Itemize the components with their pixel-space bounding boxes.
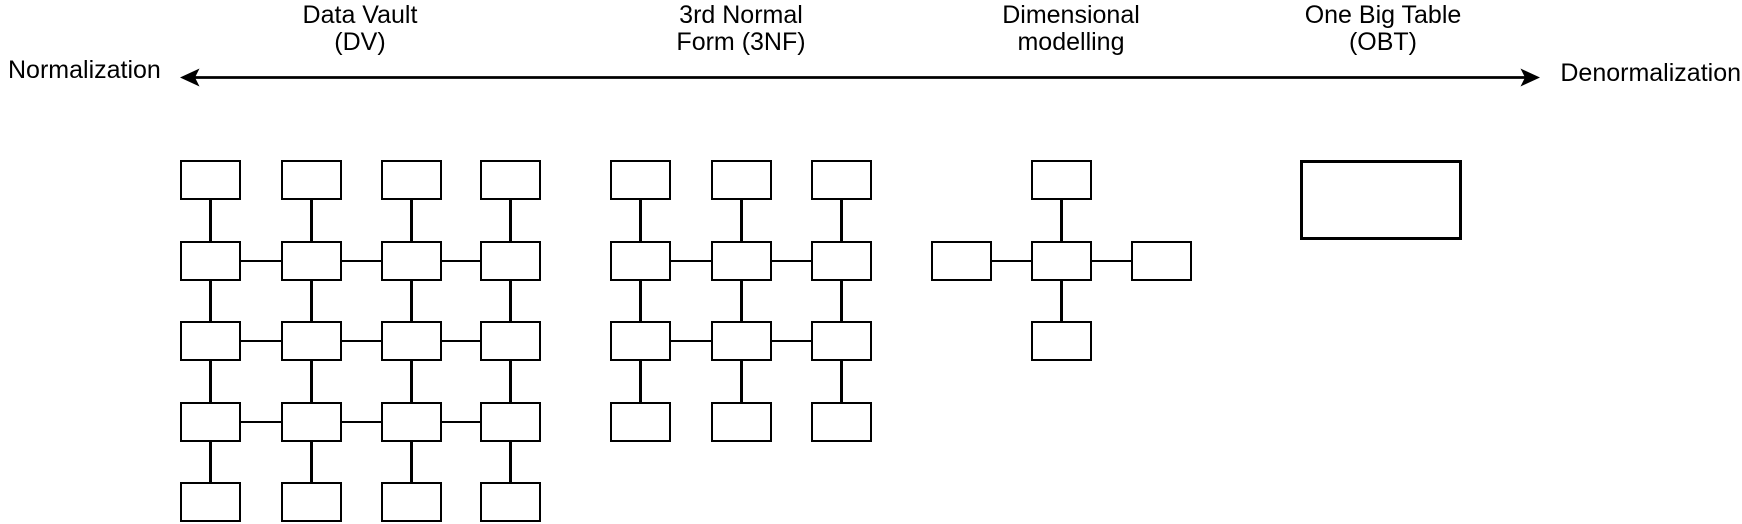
third-normal-form-table-box [610, 402, 671, 442]
data-vault-connector [410, 281, 413, 321]
data-vault-table-box [381, 321, 442, 361]
data-vault-table-box [180, 402, 241, 442]
group-label-one-big-table: One Big Table (OBT) [1304, 1, 1462, 56]
right-arrowhead-icon [1520, 68, 1540, 87]
third-normal-form-table-box [711, 241, 772, 281]
data-vault-connector [509, 281, 512, 321]
group-label-data-vault: Data Vault (DV) [302, 1, 418, 56]
third-normal-form-connector [740, 361, 743, 402]
third-normal-form-connector [639, 361, 642, 402]
dimensional-modelling-connector [1060, 281, 1063, 321]
group-label-third-normal-form: 3rd Normal Form (3NF) [676, 1, 806, 56]
third-normal-form-table-box [811, 321, 872, 361]
dimensional-modelling-connector [1060, 200, 1063, 241]
data-vault-connector [509, 361, 512, 402]
third-normal-form-connector [840, 361, 843, 402]
data-vault-table-box [381, 241, 442, 281]
third-normal-form-table-box [711, 402, 772, 442]
data-vault-connector [342, 259, 381, 263]
third-normal-form-connector [639, 281, 642, 321]
one-big-table-table-box [1300, 160, 1462, 240]
dimensional-modelling-table-box [1031, 241, 1092, 281]
left-arrowhead-icon [180, 68, 200, 87]
data-vault-table-box [480, 241, 541, 281]
data-vault-table-box [480, 321, 541, 361]
third-normal-form-table-box [811, 402, 872, 442]
third-normal-form-connector [740, 200, 743, 241]
data-vault-connector [241, 259, 281, 263]
data-vault-connector [342, 339, 381, 343]
third-normal-form-connector [740, 281, 743, 321]
data-vault-connector [441, 420, 480, 424]
dimensional-modelling-table-box [931, 241, 992, 281]
third-normal-form-table-box [711, 160, 772, 200]
third-normal-form-table-box [811, 160, 872, 200]
dimensional-modelling-table-box [1031, 321, 1092, 361]
third-normal-form-connector [671, 339, 711, 343]
third-normal-form-connector [772, 259, 811, 263]
third-normal-form-table-box [610, 321, 671, 361]
data-vault-table-box [281, 160, 342, 200]
data-vault-connector [342, 420, 381, 424]
data-vault-connector [410, 361, 413, 402]
spectrum-arrow [180, 68, 1540, 87]
third-normal-form-table-box [711, 321, 772, 361]
third-normal-form-table-box [610, 241, 671, 281]
data-vault-table-box [180, 482, 241, 522]
denormalization-label: Denormalization [1560, 59, 1741, 87]
data-vault-connector [209, 442, 212, 482]
dimensional-modelling-table-box [1031, 160, 1092, 200]
data-vault-table-box [180, 321, 241, 361]
dimensional-modelling-connector [1092, 259, 1131, 263]
data-vault-connector [509, 200, 512, 241]
data-vault-connector [209, 281, 212, 321]
data-vault-connector [410, 200, 413, 241]
third-normal-form-table-box [610, 160, 671, 200]
data-vault-table-box [480, 402, 541, 442]
data-vault-connector [441, 259, 480, 263]
data-vault-table-box [480, 482, 541, 522]
data-vault-connector [310, 361, 313, 402]
data-vault-table-box [381, 402, 442, 442]
data-vault-connector [509, 442, 512, 482]
data-vault-table-box [381, 160, 442, 200]
data-vault-connector [209, 361, 212, 402]
dimensional-modelling-table-box [1131, 241, 1192, 281]
data-vault-connector [209, 200, 212, 241]
third-normal-form-connector [840, 281, 843, 321]
third-normal-form-connector [772, 339, 811, 343]
group-label-dimensional-modelling: Dimensional modelling [1002, 1, 1140, 56]
data-vault-connector [441, 339, 480, 343]
third-normal-form-connector [639, 200, 642, 241]
data-vault-table-box [480, 160, 541, 200]
data-vault-connector [310, 281, 313, 321]
data-vault-table-box [281, 321, 342, 361]
dimensional-modelling-connector [992, 259, 1031, 263]
data-vault-connector [410, 442, 413, 482]
normalization-label: Normalization [8, 56, 161, 84]
third-normal-form-table-box [811, 241, 872, 281]
data-vault-table-box [381, 482, 442, 522]
data-vault-connector [310, 442, 313, 482]
third-normal-form-connector [840, 200, 843, 241]
data-vault-table-box [281, 241, 342, 281]
data-vault-connector [241, 420, 281, 424]
third-normal-form-connector [671, 259, 711, 263]
data-vault-connector [241, 339, 281, 343]
data-vault-connector [310, 200, 313, 241]
data-vault-table-box [180, 160, 241, 200]
data-vault-table-box [281, 402, 342, 442]
data-vault-table-box [281, 482, 342, 522]
data-vault-table-box [180, 241, 241, 281]
